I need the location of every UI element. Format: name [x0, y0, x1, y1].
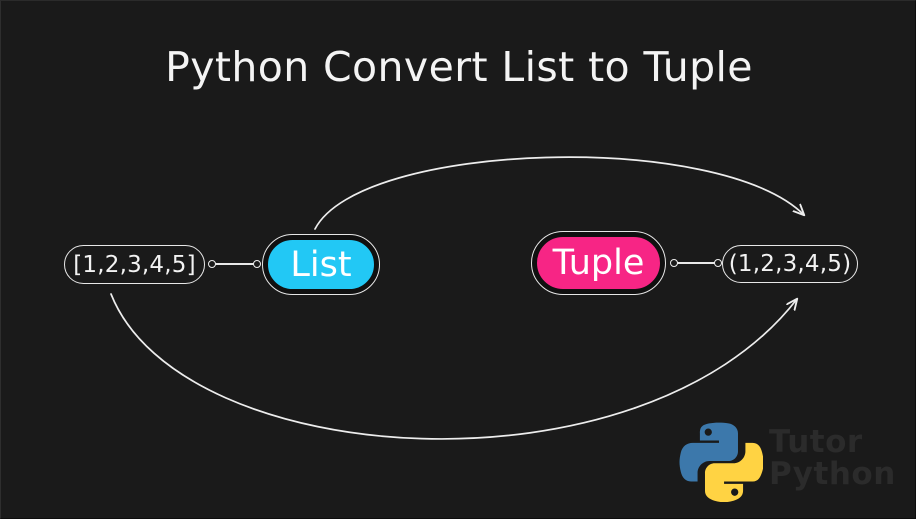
python-logo-icon: [679, 422, 763, 502]
watermark-line-2: Python: [769, 456, 896, 492]
list-value-box: [1,2,3,4,5]: [64, 245, 205, 284]
connector-endpoint-ring: [670, 259, 678, 267]
connector-tuple-value: [675, 262, 717, 264]
page-title: Python Convert List to Tuple: [165, 43, 753, 91]
watermark-line-1: Tutor: [769, 424, 863, 461]
node-tuple[interactable]: Tuple: [531, 231, 666, 295]
watermark-text: Tutor Python: [769, 427, 896, 490]
watermark: Tutor Python: [677, 413, 895, 505]
tuple-value-box: (1,2,3,4,5): [722, 245, 858, 283]
connector-endpoint-ring: [208, 260, 216, 268]
arrow-list-to-tuple: [314, 156, 804, 230]
connector-endpoint-ring: [253, 260, 261, 268]
connector-list-value: [213, 263, 256, 265]
connector-endpoint-ring: [714, 259, 722, 267]
node-list[interactable]: List: [262, 234, 380, 295]
